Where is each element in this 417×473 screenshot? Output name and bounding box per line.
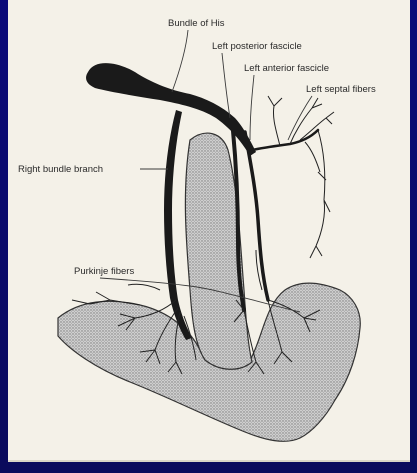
left-fascicles <box>232 120 318 310</box>
label-left-septal-fibers: Left septal fibers <box>306 84 376 95</box>
label-left-posterior-fascicle: Left posterior fascicle <box>212 41 302 52</box>
label-bundle-of-his: Bundle of His <box>168 18 225 29</box>
label-purkinje-fibers: Purkinje fibers <box>74 266 134 277</box>
label-right-bundle-branch: Right bundle branch <box>18 164 103 175</box>
interventricular-septum <box>185 133 252 369</box>
left-septal-fibers <box>268 96 334 258</box>
label-left-anterior-fascicle: Left anterior fascicle <box>244 63 329 74</box>
